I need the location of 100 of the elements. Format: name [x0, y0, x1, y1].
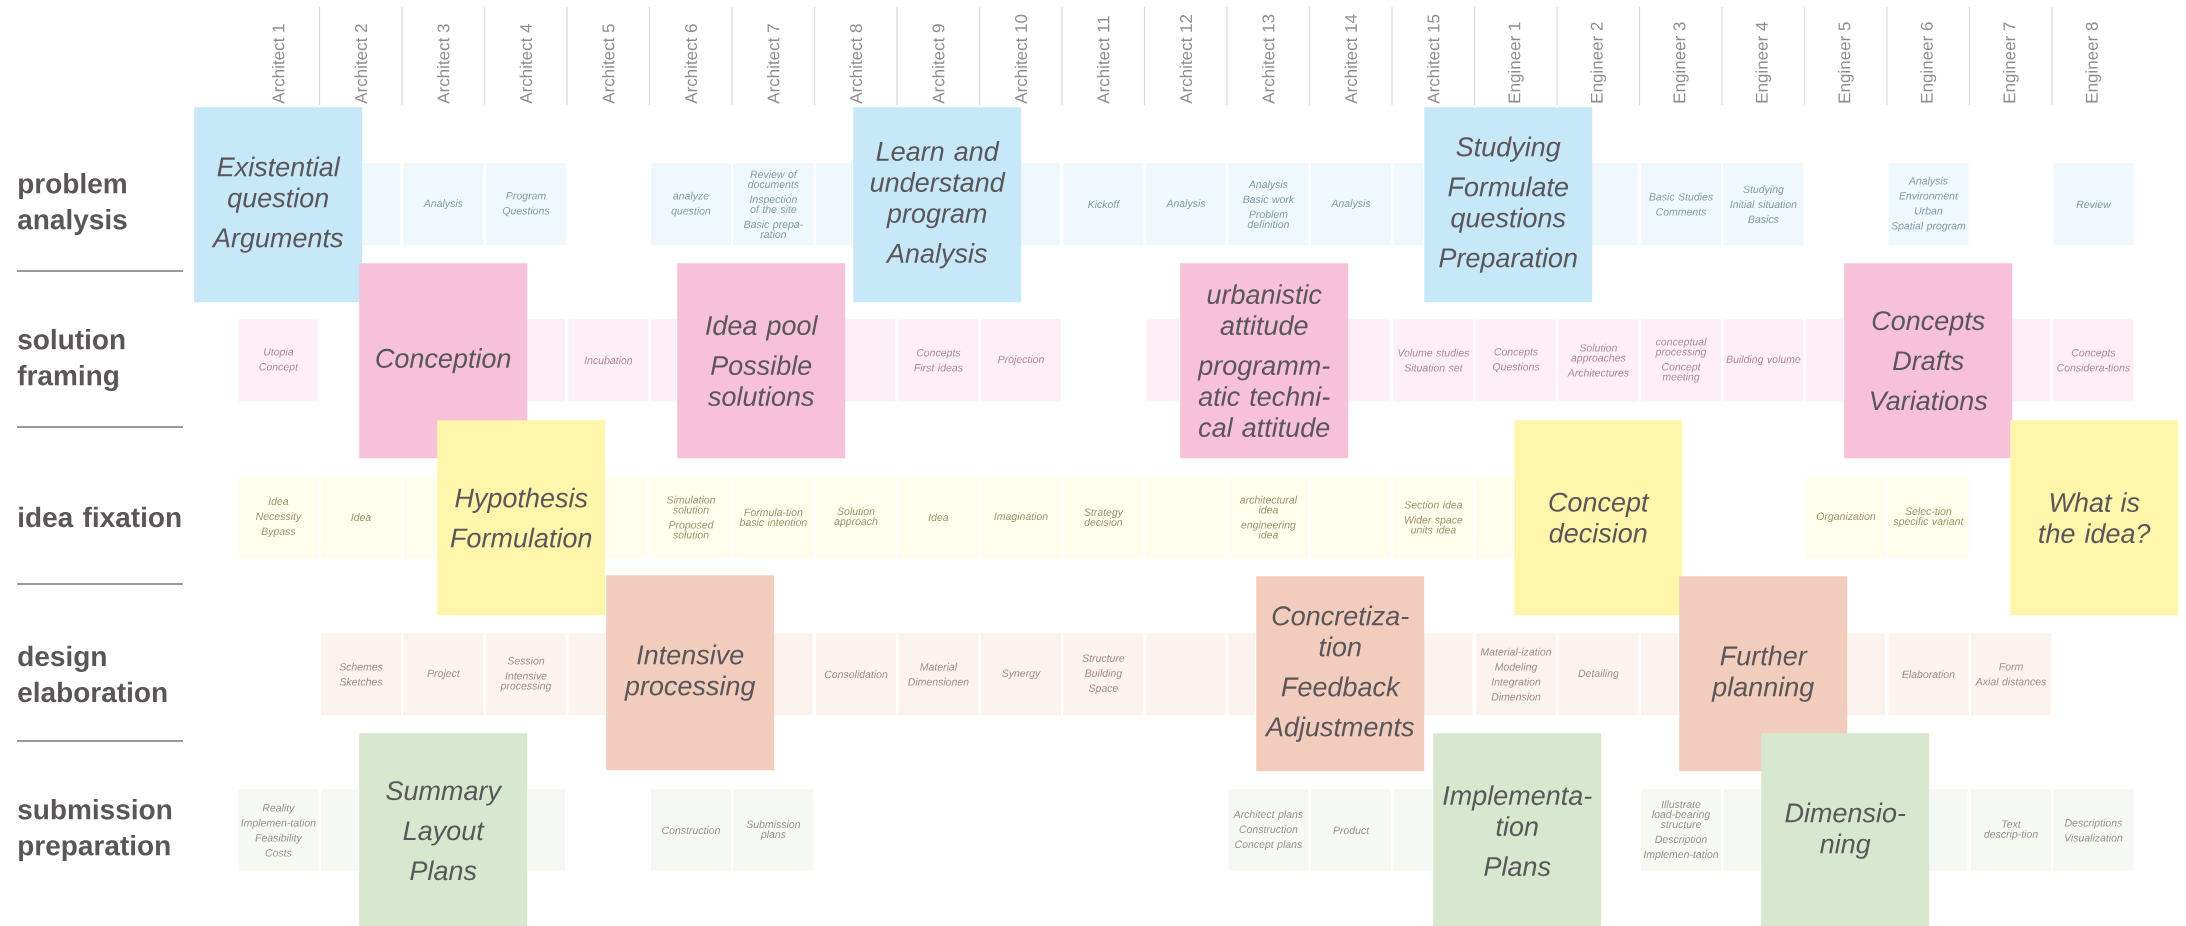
sticky-note: Section idea Wider space units idea	[1393, 476, 1474, 559]
sticky-note	[1847, 633, 1885, 716]
column-header: Architect 12	[1179, 14, 1193, 104]
sticky-note: Idea	[321, 476, 401, 559]
sticky-note	[1723, 789, 1761, 872]
sticky-note: Structure Building Space	[1063, 633, 1144, 716]
sticky-note	[527, 789, 565, 872]
sticky-note: Submission plans	[733, 789, 814, 872]
sticky-note: Implementa-tion Plans	[1433, 733, 1602, 926]
sticky-note: Reality Implemen-tation Feasibility Costs	[238, 789, 319, 872]
sticky-note: Architect plans Construction Concept plans	[1228, 789, 1309, 872]
column-header: Architect 5	[601, 24, 615, 104]
sticky-note: Session Intensive processing	[486, 633, 566, 716]
column-header: Architect 14	[1344, 14, 1358, 104]
sticky-note	[845, 319, 895, 402]
sticky-note	[605, 476, 648, 559]
column-header: Architect 11	[1097, 16, 1110, 104]
sticky-note: Dimensio-ning	[1761, 733, 1930, 926]
sticky-note: Concept decision	[1514, 420, 1683, 616]
sticky-note: Simulation solution Proposed solution	[651, 476, 731, 559]
sticky-note	[1592, 163, 1638, 246]
column-header: Engineer 2	[1590, 22, 1607, 103]
sticky-note: Existential question Arguments	[194, 107, 363, 303]
sticky-note: Descriptions Visualization	[2053, 789, 2134, 872]
row-label: problem analysis	[18, 172, 127, 236]
sticky-note	[1806, 319, 1844, 402]
sticky-note: Concepts First ideas	[898, 319, 979, 402]
sticky-note: Imagination	[981, 476, 1061, 559]
column-header: Architect 13	[1262, 14, 1275, 104]
sticky-note	[403, 476, 437, 559]
sticky-note: Product	[1311, 789, 1391, 872]
sticky-note: Material-ization Modeling Integration Dimension	[1476, 633, 1556, 716]
row-label: solution framing	[17, 328, 125, 392]
sticky-note: Program Questions	[486, 163, 566, 246]
sticky-note	[816, 163, 853, 246]
sticky-note	[1393, 789, 1433, 872]
column-header: Engineer 7	[2002, 22, 2019, 103]
sticky-note	[1146, 319, 1180, 402]
column-header: Architect 2	[354, 24, 368, 104]
sticky-note: Concepts Drafts Variations	[1844, 263, 2013, 459]
column-header: Architect 8	[849, 24, 863, 104]
sticky-note: Idea	[898, 476, 979, 559]
column-header: Engineer 4	[1755, 22, 1772, 103]
row-label: design elaboration	[18, 645, 167, 703]
sticky-note: Summary Layout Plans	[359, 733, 528, 926]
sticky-note: Further planning	[1679, 576, 1848, 772]
sticky-note	[2012, 319, 2051, 402]
sticky-note: Analysis	[1311, 163, 1391, 246]
sticky-note: Idea pool Possible solutions	[677, 263, 846, 459]
sticky-note: Building volume	[1723, 319, 1804, 402]
sticky-note: Organization	[1806, 476, 1886, 559]
sticky-note	[1929, 789, 1968, 872]
sticky-note: Strategy decision	[1063, 476, 1144, 559]
sticky-note: Analysis Environment Urban Spatial program	[1888, 163, 1969, 246]
sticky-note	[1641, 633, 1679, 716]
sticky-note: What is the idea?	[2010, 420, 2179, 616]
column-header: Engineer 3	[1672, 22, 1689, 103]
sticky-note: Solution approaches Architectures	[1558, 319, 1639, 402]
sticky-note	[774, 633, 813, 716]
sticky-note: Material Dimensionen	[898, 633, 979, 716]
sticky-note: Idea Necessity Bypass	[238, 476, 319, 559]
column-header: Architect 6	[684, 24, 698, 104]
sticky-note: Volume studies Situation set	[1393, 319, 1474, 402]
sticky-note	[1424, 633, 1473, 716]
sticky-note: Analysis	[403, 163, 484, 246]
column-header: Engineer 6	[1920, 22, 1937, 103]
sticky-note: urbanistic attitude programm-atic techni-cal attitude	[1180, 263, 1349, 459]
sticky-note: Studying Formulate questions Preparation	[1424, 107, 1593, 303]
sticky-note: Analysis	[1146, 163, 1226, 246]
sticky-note: Text descrip-tion	[1971, 789, 2052, 872]
column-header: Architect 3	[436, 24, 450, 104]
sticky-note: Project	[403, 633, 484, 716]
sticky-note: Utopia Concept	[238, 319, 319, 402]
column-header: Architect 4	[519, 24, 533, 104]
sticky-note	[1348, 319, 1390, 402]
sticky-note: Analysis Basic work Problem definition	[1228, 163, 1309, 246]
sticky-note: Concepts Considera-tions	[2053, 319, 2134, 402]
sticky-note: Synergy	[981, 633, 1061, 716]
column-header: Architect 10	[1014, 14, 1028, 104]
sticky-note	[1393, 163, 1424, 246]
sticky-note: Kickoff	[1063, 163, 1144, 246]
sticky-note: conceptual processing Concept meeting	[1641, 319, 1722, 402]
sticky-note	[651, 319, 677, 402]
sticky-note: Consolidation	[816, 633, 896, 716]
sticky-note: Form Axial distances	[1971, 633, 2052, 716]
sticky-note: Conception	[359, 263, 528, 459]
sticky-note: Concepts Questions	[1476, 319, 1556, 402]
sticky-note	[1021, 163, 1060, 246]
sticky-note	[362, 163, 400, 246]
sticky-note: Studying Initial situation Basics	[1723, 163, 1804, 246]
sticky-note: analyze question	[651, 163, 731, 246]
sticky-note: Review	[2053, 163, 2134, 246]
row-label: submission preparation	[18, 798, 172, 862]
sticky-note: Detailing	[1558, 633, 1639, 716]
column-header: Engineer 5	[1837, 22, 1854, 103]
column-header: Engineer 8	[2085, 22, 2102, 103]
sticky-note	[321, 789, 359, 872]
sticky-note: Schemes Sketches	[321, 633, 401, 716]
sticky-note: Basic Studies Comments	[1641, 163, 1722, 246]
sticky-note: Selec-tion specific variant	[1888, 476, 1969, 559]
